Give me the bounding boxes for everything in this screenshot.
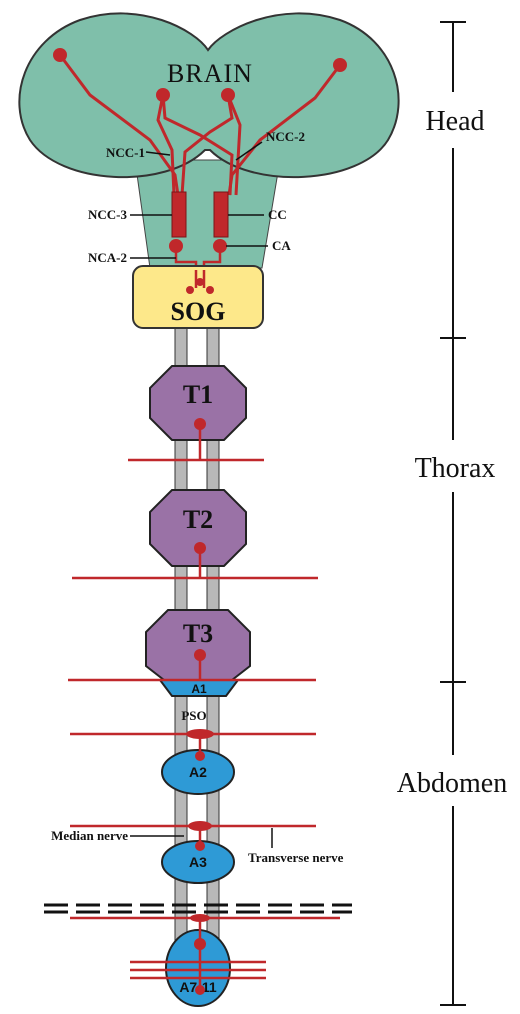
label-ncc3: NCC-3 xyxy=(88,207,127,222)
label-cc: CC xyxy=(268,207,287,222)
neuron-soma xyxy=(333,58,347,72)
label-ncc1: NCC-1 xyxy=(106,145,145,160)
ganglion-t2 xyxy=(149,489,247,567)
neuron-soma xyxy=(195,841,205,851)
neuron-soma xyxy=(195,985,205,995)
ncc1-axon-left-cross xyxy=(161,94,234,196)
neuron-soma xyxy=(206,286,214,294)
segment-scale xyxy=(440,21,466,1006)
ganglion-t2-label: T2 xyxy=(183,505,213,534)
ganglion-a7-11 xyxy=(165,929,231,1007)
neuron-soma xyxy=(221,88,235,102)
ganglion-t3-label: T3 xyxy=(183,619,213,648)
label-median-nerve: Median nerve xyxy=(51,828,128,843)
neuron-soma xyxy=(194,542,206,554)
ganglion-a3 xyxy=(161,840,235,884)
neuron-soma xyxy=(186,286,194,294)
ganglion-a2-label: A2 xyxy=(189,764,207,780)
label-ca: CA xyxy=(272,238,291,253)
segment-label-thorax: Thorax xyxy=(415,453,496,484)
neuron-soma xyxy=(194,938,206,950)
ncc1-leader xyxy=(145,151,171,156)
brain-label: BRAIN xyxy=(167,59,253,88)
neurosecretory-neurons xyxy=(58,54,342,196)
ncc1-axon-left-b xyxy=(156,94,176,196)
perisympathetic-organ xyxy=(186,729,214,739)
label-transverse-nerve: Transverse nerve xyxy=(248,850,344,865)
sog-nerve xyxy=(194,270,206,288)
ncc1-axon-right-cross xyxy=(180,94,234,196)
segmental-somata xyxy=(186,418,214,995)
head-capsule xyxy=(134,159,281,269)
segment-label-abdomen: Abdomen xyxy=(397,768,507,799)
neuron-soma xyxy=(53,48,67,62)
neuron-soma xyxy=(195,751,205,761)
sog-label: SOG xyxy=(171,297,226,326)
neuron-soma xyxy=(156,88,170,102)
label-nca2: NCA-2 xyxy=(88,250,127,265)
head-label-leaders xyxy=(130,141,268,259)
brain-neuron-somata xyxy=(53,48,347,102)
neuron-soma xyxy=(194,418,206,430)
ganglion-a1-label: A1 xyxy=(191,682,207,696)
label-ncc2: NCC-2 xyxy=(266,129,305,144)
sog-ganglion xyxy=(132,265,264,329)
axis-break xyxy=(44,903,352,914)
brain xyxy=(18,12,400,179)
ncc2-axon-left xyxy=(58,54,180,196)
ganglion-a3-label: A3 xyxy=(189,854,207,870)
perisympathetic-organ xyxy=(190,914,210,922)
perisympathetic-organ xyxy=(188,821,212,831)
neuron-soma xyxy=(196,278,204,286)
neuron-soma xyxy=(194,649,206,661)
sog-neurons xyxy=(186,270,214,294)
ganglion-t1-label: T1 xyxy=(183,380,213,409)
corpus-cardiacum-left xyxy=(171,191,187,238)
ganglion-a2 xyxy=(161,749,235,795)
label-pso: PSO xyxy=(181,708,206,723)
corpus-cardiacum-right xyxy=(213,191,229,238)
ganglion-t1 xyxy=(149,365,247,441)
segment-label-head: Head xyxy=(425,106,484,137)
ncc2-leader xyxy=(235,141,263,161)
ncc1-axon-right-b xyxy=(226,94,242,196)
